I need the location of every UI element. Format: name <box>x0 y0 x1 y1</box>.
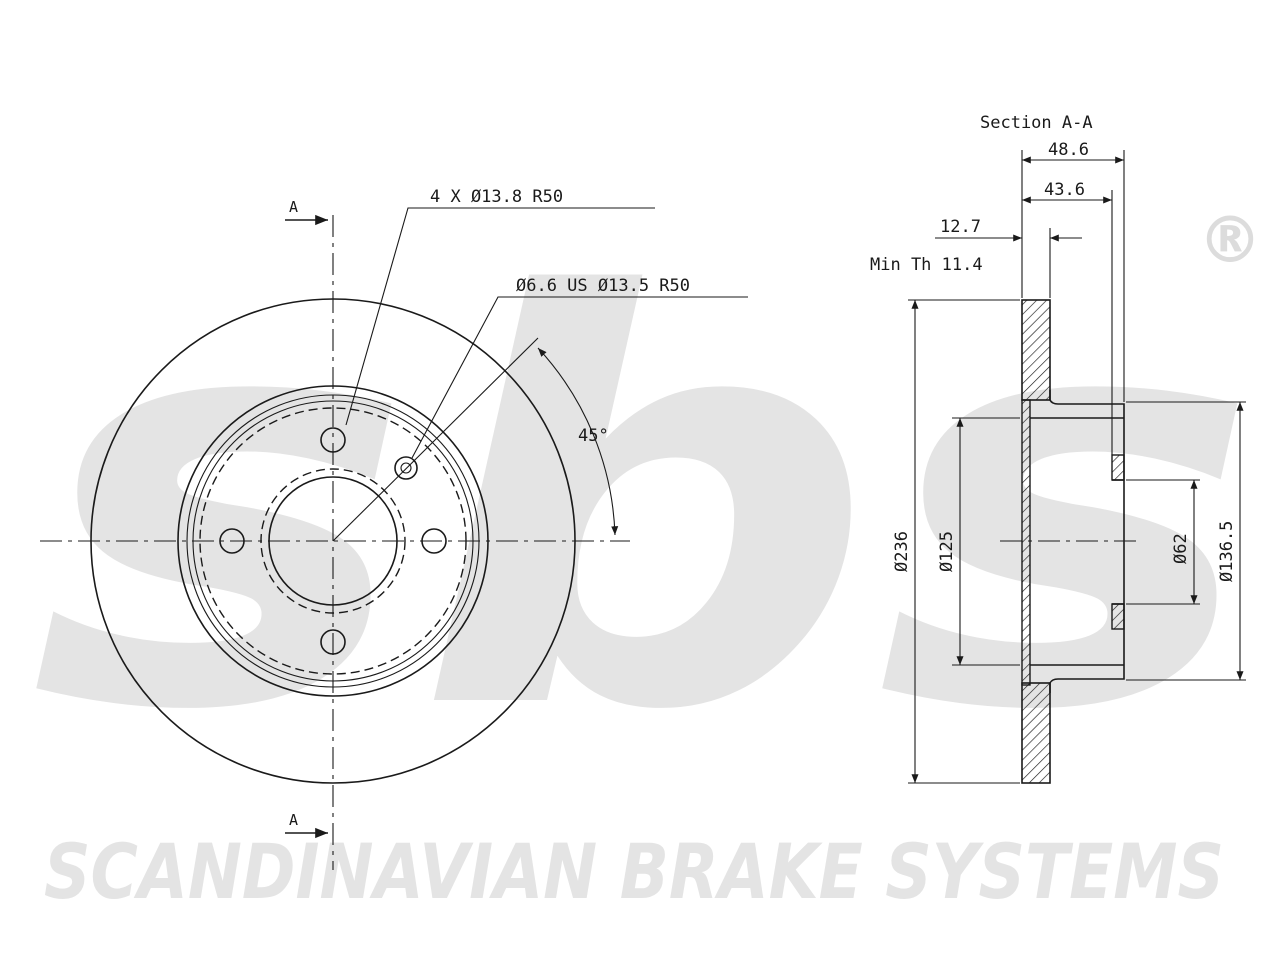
hat-outline-lower <box>1049 665 1125 693</box>
bolt-hole-bottom <box>320 629 346 655</box>
bolt-hole-left <box>219 528 245 554</box>
hat-ring-hidden <box>199 407 467 675</box>
hat-depth-label: 43.6 <box>1044 180 1085 200</box>
pcd-diameter-label: Ø136.5 <box>1217 521 1237 582</box>
section-view: Section A-A 48.6 43.6 12.7 Min Th 11.4 <box>870 113 1246 784</box>
hat-web-upper <box>1021 399 1031 686</box>
watermark: sbs ® SCANDINAVIAN BRAKE SYSTEMS <box>30 181 1262 916</box>
section-marker-top: A <box>289 198 298 216</box>
friction-ring-lower <box>1021 682 1051 784</box>
bore-hidden-ring <box>260 468 406 614</box>
company-name: SCANDINAVIAN BRAKE SYSTEMS <box>44 827 1224 916</box>
hat-ring-2 <box>186 394 480 688</box>
hub-flange-lower <box>1111 603 1125 630</box>
bolt-holes-label: 4 X Ø13.8 R50 <box>430 187 563 207</box>
hole-leader <box>411 296 748 459</box>
angle-45-line <box>332 337 539 542</box>
section-title: Section A-A <box>980 113 1093 133</box>
angle-label: 45° <box>578 426 609 446</box>
bolt-hole-right <box>421 528 447 554</box>
watermark-logo: sbs <box>30 181 1260 833</box>
friction-ring-upper <box>1021 299 1051 401</box>
angle-arc <box>537 347 619 536</box>
hat-outline-upper <box>1049 390 1125 418</box>
bolt-hole-top <box>320 427 346 453</box>
hole-label: Ø6.6 US Ø13.5 R50 <box>516 276 690 296</box>
outer-diameter-label: Ø236 <box>892 531 912 572</box>
center-bore <box>268 476 398 606</box>
locating-hole-inner <box>400 462 412 474</box>
hat-ring-3 <box>192 400 474 682</box>
disc-outer-edge <box>90 298 576 784</box>
section-marker-bottom: A <box>289 811 298 829</box>
registered-mark-icon: ® <box>1198 204 1262 278</box>
hub-flange-upper <box>1111 454 1125 481</box>
bolt-holes-leader <box>345 207 655 426</box>
front-view: 45° 4 X Ø13.8 R50 Ø6.6 US Ø13.5 R50 A A <box>40 187 748 870</box>
hat-diameter-label: Ø125 <box>937 531 957 572</box>
overall-depth-label: 48.6 <box>1048 140 1089 160</box>
locating-hole-outer <box>394 456 418 480</box>
min-thickness-label: Min Th 11.4 <box>870 255 983 275</box>
thickness-label: 12.7 <box>940 217 981 237</box>
bore-diameter-label: Ø62 <box>1171 533 1191 564</box>
hat-ring-outer <box>177 385 489 697</box>
